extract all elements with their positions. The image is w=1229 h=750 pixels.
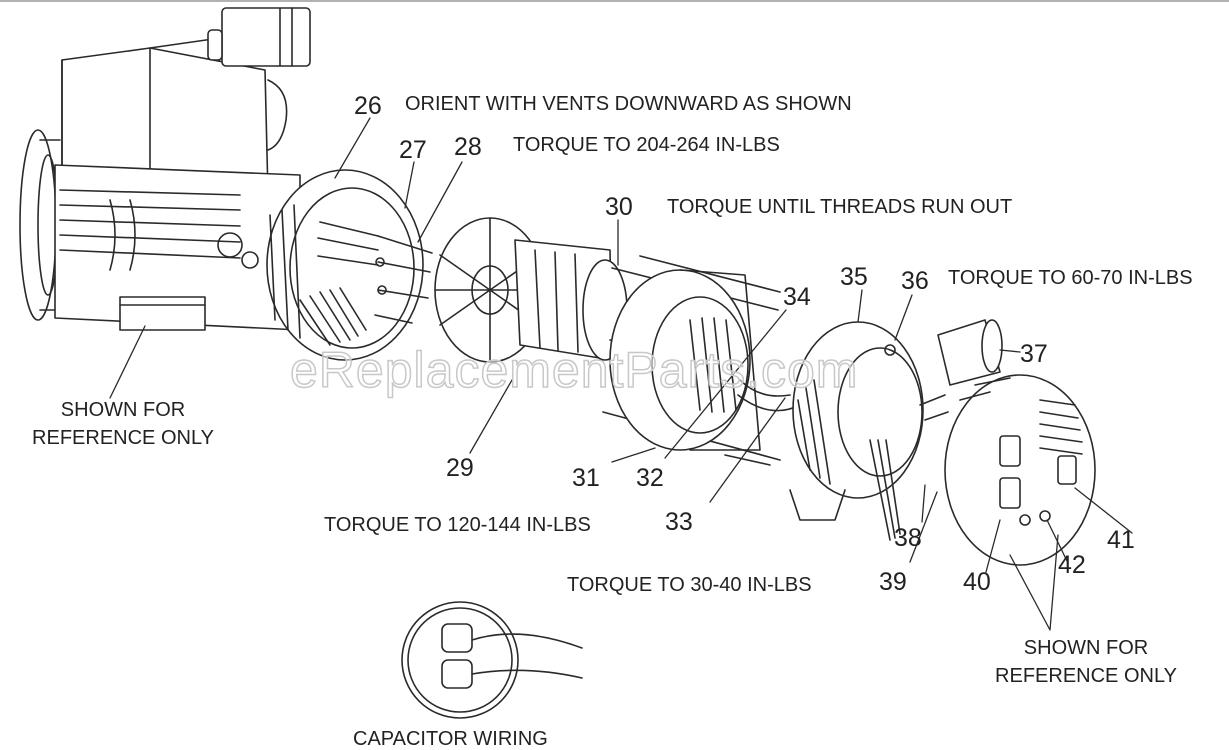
- part-number-38: 38: [894, 524, 922, 552]
- watermark-text: eReplacementParts.com: [289, 341, 859, 399]
- part-40-end-cover: [944, 374, 1096, 566]
- capacitor-wiring-inset: [401, 601, 583, 719]
- part-number-29: 29: [446, 454, 474, 482]
- engine-reference: [19, 7, 311, 331]
- part-number-33: 33: [665, 508, 693, 536]
- note-torque-120-144: TORQUE TO 120-144 IN-LBS: [324, 514, 591, 536]
- part-number-31: 31: [572, 464, 600, 492]
- note-ref-right-1: SHOWN FOR: [1023, 637, 1149, 659]
- part-number-40: 40: [963, 568, 991, 596]
- note-ref-right-2: REFERENCE ONLY: [995, 665, 1177, 687]
- note-torque-60-70: TORQUE TO 60-70 IN-LBS: [948, 267, 1193, 289]
- part-number-39: 39: [879, 568, 907, 596]
- note-capacitor-wiring: CAPACITOR WIRING: [353, 728, 548, 750]
- note-torque-204-264: TORQUE TO 204-264 IN-LBS: [513, 134, 780, 156]
- part-number-35: 35: [840, 263, 868, 291]
- part-number-32: 32: [636, 464, 664, 492]
- part-number-34: 34: [783, 283, 811, 311]
- note-orient-vents: ORIENT WITH VENTS DOWNWARD AS SHOWN: [405, 93, 852, 115]
- part-31-stator: [609, 269, 801, 451]
- note-ref-left-1: SHOWN FOR: [60, 399, 186, 421]
- note-torque-threads: TORQUE UNTIL THREADS RUN OUT: [667, 196, 1013, 218]
- part-29-rotor: [434, 217, 651, 363]
- part-number-41: 41: [1107, 526, 1135, 554]
- part-number-42: 42: [1058, 551, 1086, 579]
- part-number-30: 30: [605, 193, 633, 221]
- part-37-capacitor: [937, 319, 1003, 386]
- part-number-26: 26: [354, 92, 382, 120]
- part-28-bolts: [374, 235, 433, 324]
- note-torque-30-40: TORQUE TO 30-40 IN-LBS: [567, 574, 812, 596]
- note-ref-left-2: REFERENCE ONLY: [32, 427, 214, 449]
- part-26-end-bell: [266, 169, 424, 361]
- part-number-28: 28: [454, 133, 482, 161]
- leader-lines: [109, 117, 1133, 631]
- part-number-27: 27: [399, 136, 427, 164]
- part-number-36: 36: [901, 267, 929, 295]
- part-number-37: 37: [1020, 340, 1048, 368]
